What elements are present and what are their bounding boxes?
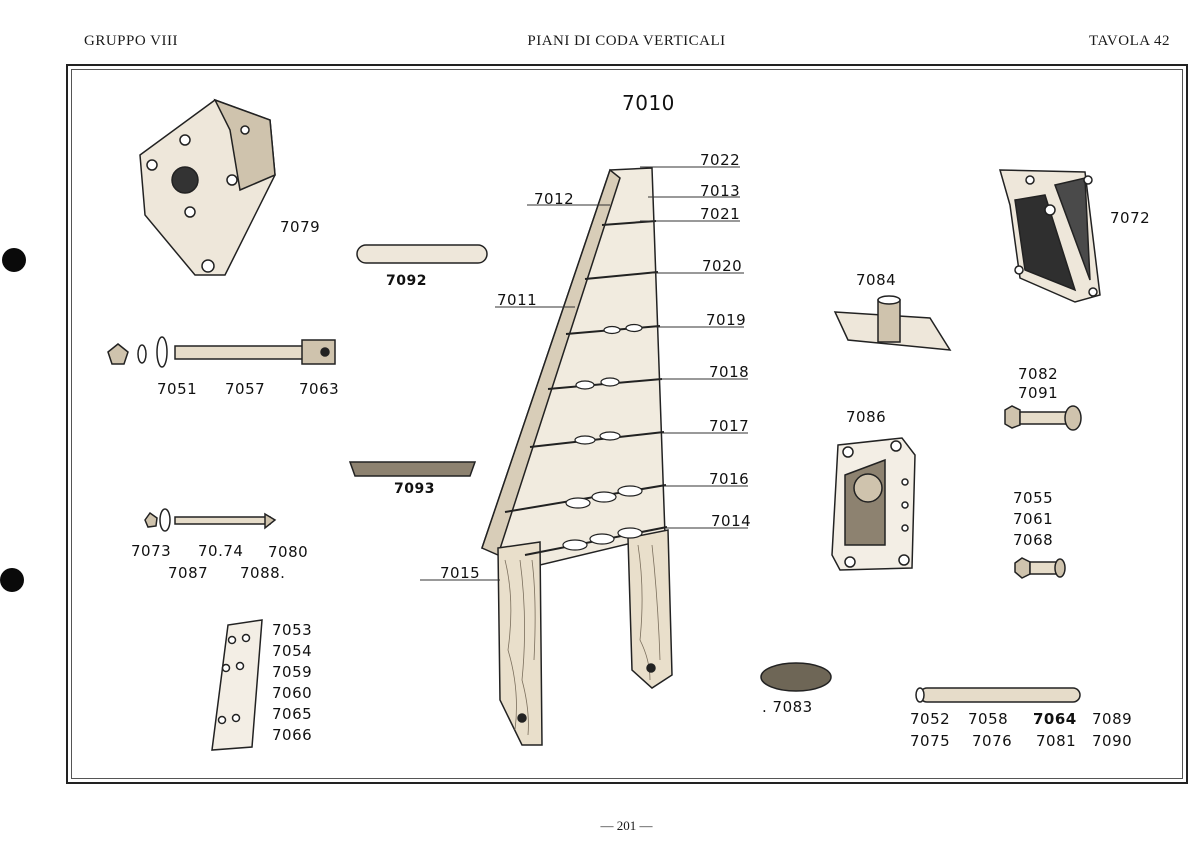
callout-7018: 7018 <box>709 363 750 381</box>
callout-7019: 7019 <box>706 311 747 329</box>
plate-part-list: 7053 7054 7059 7060 7065 7066 <box>272 620 312 746</box>
washer-label-3: 7080 <box>268 543 309 561</box>
part-7072-label: 7072 <box>1110 209 1151 227</box>
plate-7053-drawing <box>211 619 263 751</box>
bracket-7072-drawing <box>998 169 1101 303</box>
strap-7093-drawing <box>348 461 477 477</box>
callout-7022: 7022 <box>700 151 741 169</box>
pin-part-1: 7082 <box>1018 365 1059 383</box>
header-plate: TAVOLA 42 <box>1089 33 1170 49</box>
tube-label-3: 7064 <box>1033 710 1077 728</box>
tube-label-5: 7075 <box>910 732 951 750</box>
base-7084-drawing <box>833 295 952 351</box>
screw-part-2: 7061 <box>1013 510 1054 528</box>
part-7083-label: . 7083 <box>762 698 813 716</box>
callout-7012: 7012 <box>534 190 575 208</box>
header-title: PIANI DI CODA VERTICALI <box>527 33 726 49</box>
part-7092-label: 7092 <box>386 273 427 289</box>
callout-7014: 7014 <box>711 512 752 530</box>
washer-label-4: 7087 <box>168 564 209 582</box>
plate-part-3: 7059 <box>272 663 313 681</box>
callout-7016: 7016 <box>709 470 750 488</box>
plate-frame-outer <box>66 64 1188 784</box>
washer-label-1: 7073 <box>131 542 172 560</box>
pin-part-2: 7091 <box>1018 384 1059 402</box>
bolt-label-3: 7063 <box>299 380 340 398</box>
screw-7055-drawing <box>1014 557 1066 579</box>
binder-hole-top <box>2 248 26 272</box>
part-7093-label: 7093 <box>394 481 435 497</box>
plate-part-2: 7054 <box>272 642 313 660</box>
plate-part-4: 7060 <box>272 684 313 702</box>
bolt-label-1: 7051 <box>157 380 198 398</box>
washer-label-5: 7088. <box>240 564 286 582</box>
callout-7011: 7011 <box>497 291 538 309</box>
callout-7020: 7020 <box>702 257 743 275</box>
binder-hole-bottom <box>0 568 24 592</box>
callout-7013: 7013 <box>700 182 741 200</box>
tube-7052-drawing <box>915 687 1081 703</box>
plate-part-6: 7066 <box>272 726 313 744</box>
bolt-7073-drawing <box>144 508 277 532</box>
screw-part-list: 7055 7061 7068 <box>1013 488 1053 551</box>
pin-7082-drawing <box>1004 405 1082 431</box>
tube-label-8: 7090 <box>1092 732 1133 750</box>
callout-7021: 7021 <box>700 205 741 223</box>
plate-part-5: 7065 <box>272 705 313 723</box>
header-group: GRUPPO VIII <box>84 33 178 49</box>
tube-label-7: 7081 <box>1036 732 1077 750</box>
strap-7092-drawing <box>356 244 488 264</box>
screw-part-1: 7055 <box>1013 489 1054 507</box>
bracket-7079-drawing <box>139 98 276 276</box>
callout-7017: 7017 <box>709 417 750 435</box>
tube-label-4: 7089 <box>1092 710 1133 728</box>
screw-part-3: 7068 <box>1013 531 1054 549</box>
assembly-number: 7010 <box>622 91 675 115</box>
callout-7015: 7015 <box>440 564 481 582</box>
plate-frame-inner <box>71 69 1183 779</box>
bolt-label-2: 7057 <box>225 380 266 398</box>
tube-label-1: 7052 <box>910 710 951 728</box>
part-7086-label: 7086 <box>846 408 887 426</box>
tube-label-6: 7076 <box>972 732 1013 750</box>
plate-part-1: 7053 <box>272 621 313 639</box>
tube-label-2: 7058 <box>968 710 1009 728</box>
fin-assembly-drawing <box>481 167 673 746</box>
part-7084-label: 7084 <box>856 271 897 289</box>
pin-part-list: 7082 7091 <box>1018 365 1058 403</box>
washer-label-2: 70.74 <box>198 542 244 560</box>
disc-7083-drawing <box>760 662 832 692</box>
part-7079-label: 7079 <box>280 218 321 236</box>
bolt-7051-drawing <box>107 336 336 368</box>
hinge-7086-drawing <box>831 437 916 571</box>
page-number: — 201 — <box>600 818 653 833</box>
